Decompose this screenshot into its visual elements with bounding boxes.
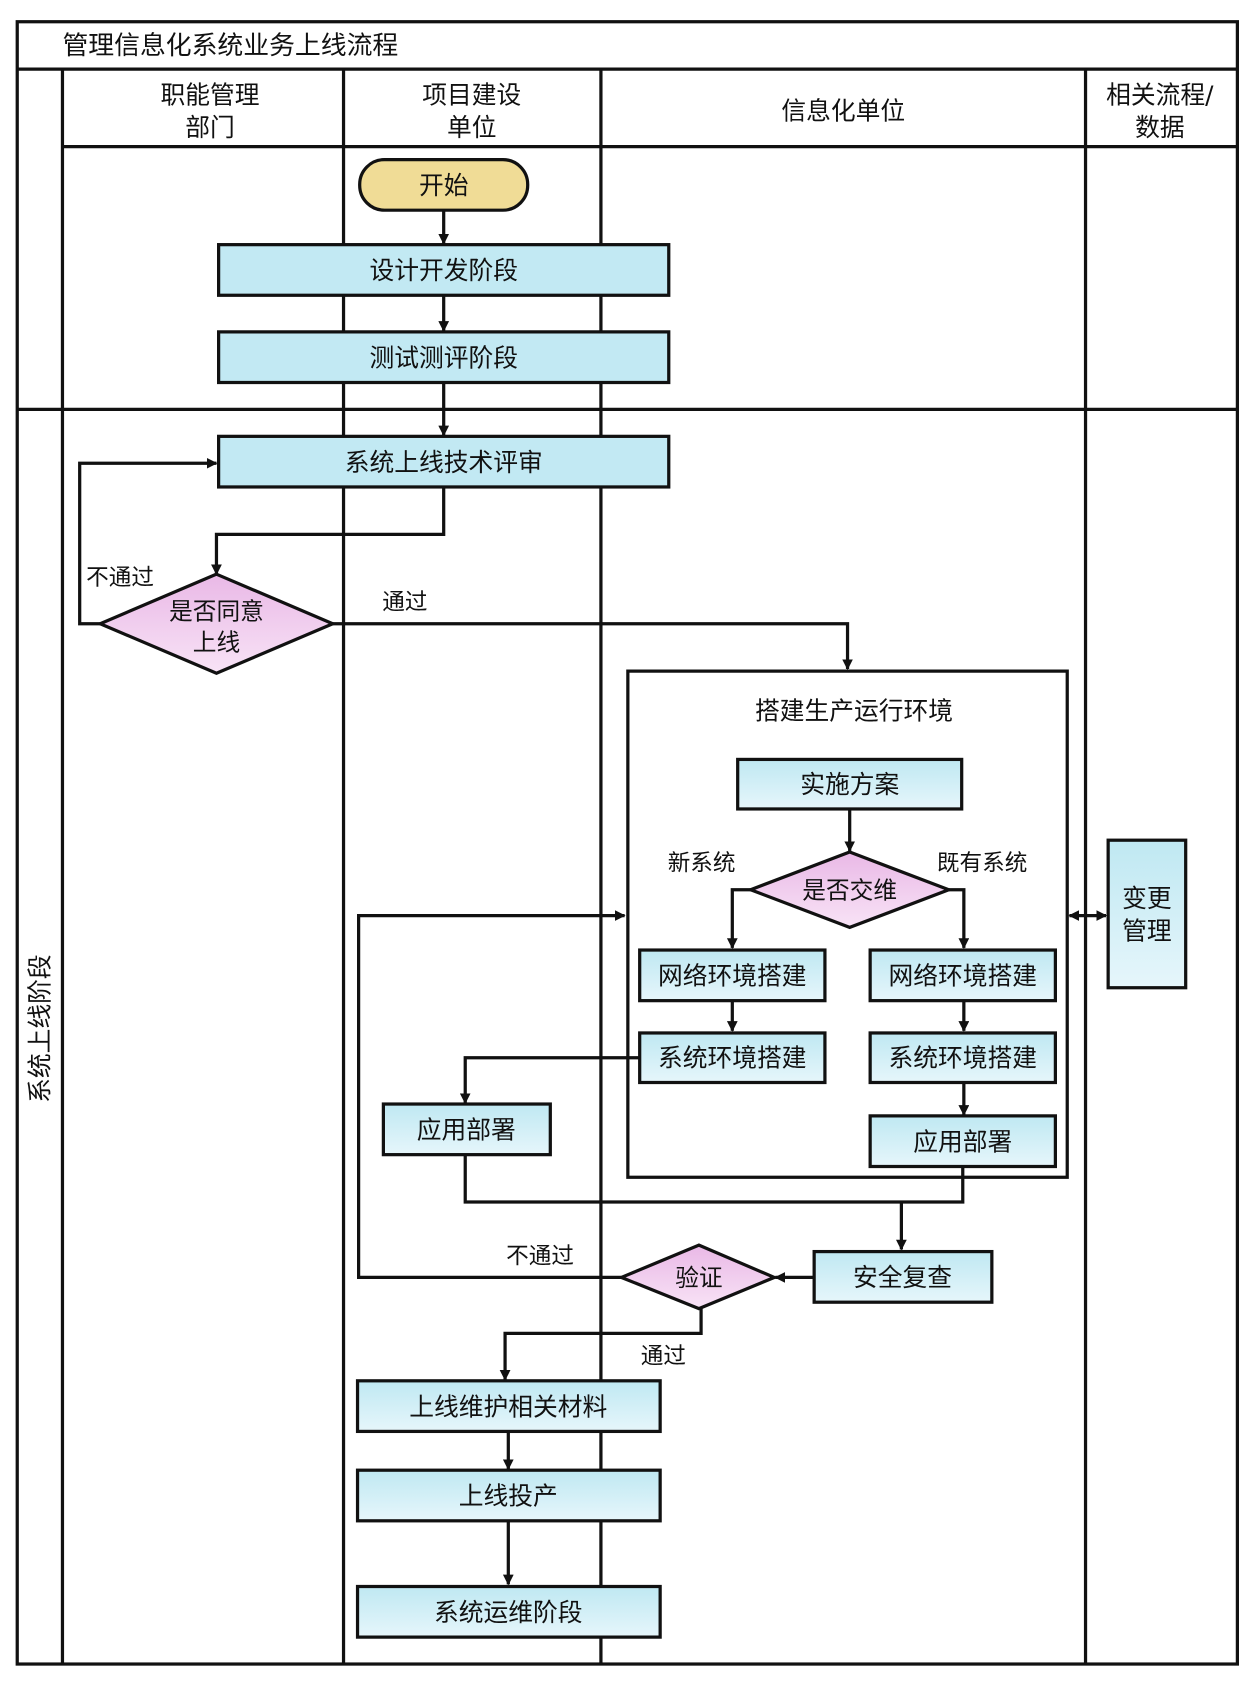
svg-text:管理: 管理 [1122,916,1171,945]
page-title: 管理信息化系统业务上线流程 [62,31,398,61]
svg-text:测试测评阶段: 测试测评阶段 [369,343,518,372]
svg-text:上线投产: 上线投产 [459,1482,558,1511]
svg-text:职能管理: 职能管理 [161,81,260,110]
process-tech-review[interactable]: 系统上线技术评审 [217,434,671,489]
svg-text:开始: 开始 [419,171,469,200]
edge-reject-1 [78,457,218,626]
svg-text:是否同意: 是否同意 [169,597,264,625]
decision-verify[interactable]: 验证 [617,1243,779,1311]
lane-header-it-unit: 信息化单位 [781,97,905,126]
svg-text:项目建设: 项目建设 [422,81,521,110]
edge-sys-app-new [459,1056,640,1105]
label-reject-2: 不通过 [506,1243,574,1269]
svg-text:变更: 变更 [1122,884,1171,913]
edge-reject-2 [357,910,626,1280]
svg-text:系统运维阶段: 系统运维阶段 [434,1598,583,1627]
process-change-mgmt[interactable]: 变更 管理 [1106,838,1188,990]
process-security-review[interactable]: 安全复查 [812,1249,994,1304]
edge-new-system [726,888,751,949]
label-existing-system: 既有系统 [937,850,1027,876]
svg-text:系统环境搭建: 系统环境搭建 [658,1043,806,1072]
lane-header-related: 相关流程/ 数据 [1106,81,1214,142]
svg-text:上线维护相关材料: 上线维护相关材料 [409,1392,607,1421]
process-test-eval[interactable]: 测试测评阶段 [217,330,671,385]
label-new-system: 新系统 [668,850,736,876]
process-net-env-existing[interactable]: 网络环境搭建 [868,948,1057,1003]
svg-text:网络环境搭建: 网络环境搭建 [889,962,1037,991]
lane-header-project: 项目建设 单位 [422,81,521,142]
svg-text:应用部署: 应用部署 [913,1127,1012,1156]
svg-text:是否交维: 是否交维 [802,876,897,904]
svg-text:上线: 上线 [193,629,240,657]
process-sys-env-new[interactable]: 系统环境搭建 [638,1031,827,1085]
svg-text:验证: 验证 [675,1264,722,1292]
edge-pass-2 [499,1307,703,1381]
process-go-live[interactable]: 上线投产 [355,1468,662,1523]
process-impl-plan[interactable]: 实施方案 [736,757,964,811]
process-app-deploy-it[interactable]: 应用部署 [868,1114,1057,1169]
edge-deploy-merge [463,1154,965,1204]
label-pass-2: 通过 [641,1344,686,1370]
start-node[interactable]: 开始 [358,157,530,212]
svg-text:单位: 单位 [447,113,497,142]
svg-text:相关流程/: 相关流程/ [1106,81,1214,110]
process-ops-phase[interactable]: 系统运维阶段 [355,1584,662,1639]
process-net-env-new[interactable]: 网络环境搭建 [638,948,827,1003]
svg-text:系统环境搭建: 系统环境搭建 [889,1043,1037,1072]
lane-header-functional: 职能管理 部门 [161,81,260,142]
label-reject-1: 不通过 [86,565,154,591]
edge-review-decision [211,486,446,576]
decision-handover[interactable]: 是否交维 [746,850,954,930]
svg-text:设计开发阶段: 设计开发阶段 [369,256,518,285]
svg-text:系统上线技术评审: 系统上线技术评审 [345,448,543,477]
svg-text:网络环境搭建: 网络环境搭建 [658,962,806,991]
process-design-dev[interactable]: 设计开发阶段 [217,243,671,297]
group-build-env: 搭建生产运行环境 [626,669,1069,1179]
connectors [78,210,1108,1586]
svg-text:数据: 数据 [1135,113,1185,142]
edge-pass-1 [332,622,853,671]
process-sys-env-existing[interactable]: 系统环境搭建 [868,1031,1057,1085]
label-pass-1: 通过 [382,590,427,616]
svg-text:实施方案: 实施方案 [800,770,899,799]
svg-text:部门: 部门 [185,113,234,142]
svg-text:应用部署: 应用部署 [417,1116,516,1145]
process-materials[interactable]: 上线维护相关材料 [355,1379,662,1434]
decision-agree-online[interactable]: 是否同意 上线 [96,572,337,676]
edge-existing-system [948,888,970,949]
process-app-deploy-project[interactable]: 应用部署 [381,1102,552,1157]
group-build-env-title: 搭建生产运行环境 [755,697,953,726]
svg-text:安全复查: 安全复查 [853,1263,952,1292]
phase-label: 系统上线阶段 [25,954,54,1102]
